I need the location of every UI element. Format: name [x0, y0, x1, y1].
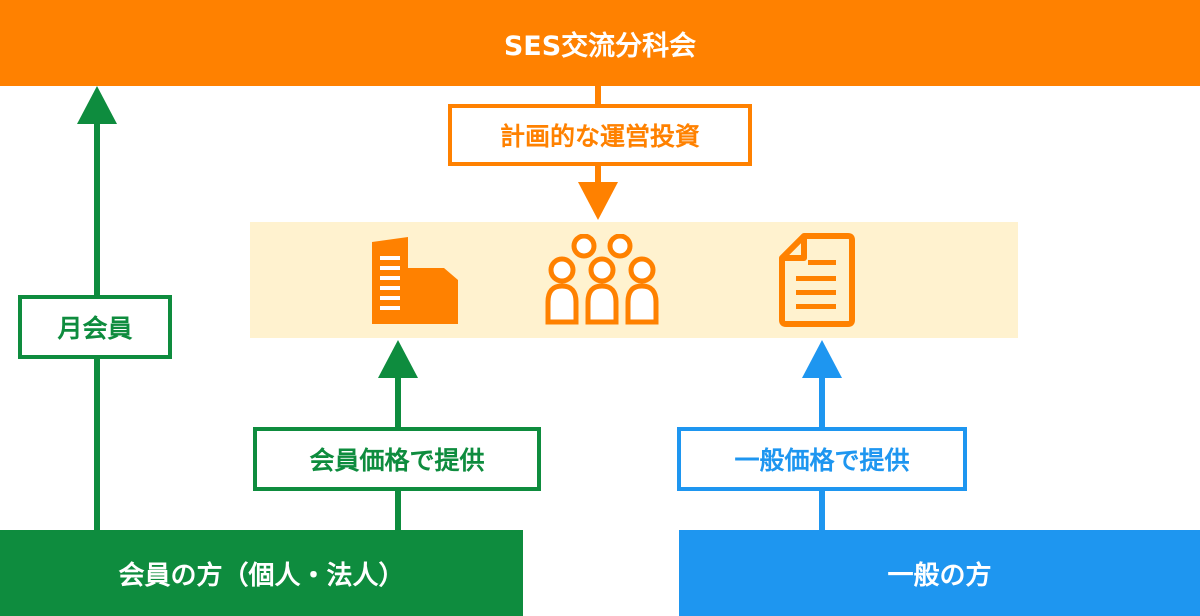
members-label: 会員の方（個人・法人）: [118, 560, 405, 591]
member-price-arrow-head: [378, 340, 418, 378]
investment-label-box: 計画的な運営投資: [448, 104, 752, 166]
monthly-label-box: 月会員: [18, 295, 172, 359]
general-bar: 一般の方: [679, 530, 1200, 616]
monthly-label: 月会員: [57, 314, 133, 343]
monthly-arrow-head: [77, 86, 117, 124]
investment-arrow-head: [578, 182, 618, 220]
ses-header-bar: SES交流分科会: [0, 0, 1200, 86]
member-price-label: 会員価格で提供: [309, 446, 485, 475]
members-bar: 会員の方（個人・法人）: [0, 530, 523, 616]
building-icon: [372, 237, 458, 324]
general-price-label-box: 一般価格で提供: [677, 427, 967, 491]
member-price-label-box: 会員価格で提供: [253, 427, 541, 491]
general-price-arrow-head: [802, 340, 842, 378]
document-icon: [779, 233, 855, 327]
ses-title: SES交流分科会: [503, 30, 697, 62]
investment-label: 計画的な運営投資: [499, 122, 700, 151]
people-group-icon: [545, 234, 659, 325]
general-label: 一般の方: [887, 560, 992, 591]
services-panel: [250, 222, 1018, 338]
general-price-label: 一般価格で提供: [734, 446, 910, 475]
